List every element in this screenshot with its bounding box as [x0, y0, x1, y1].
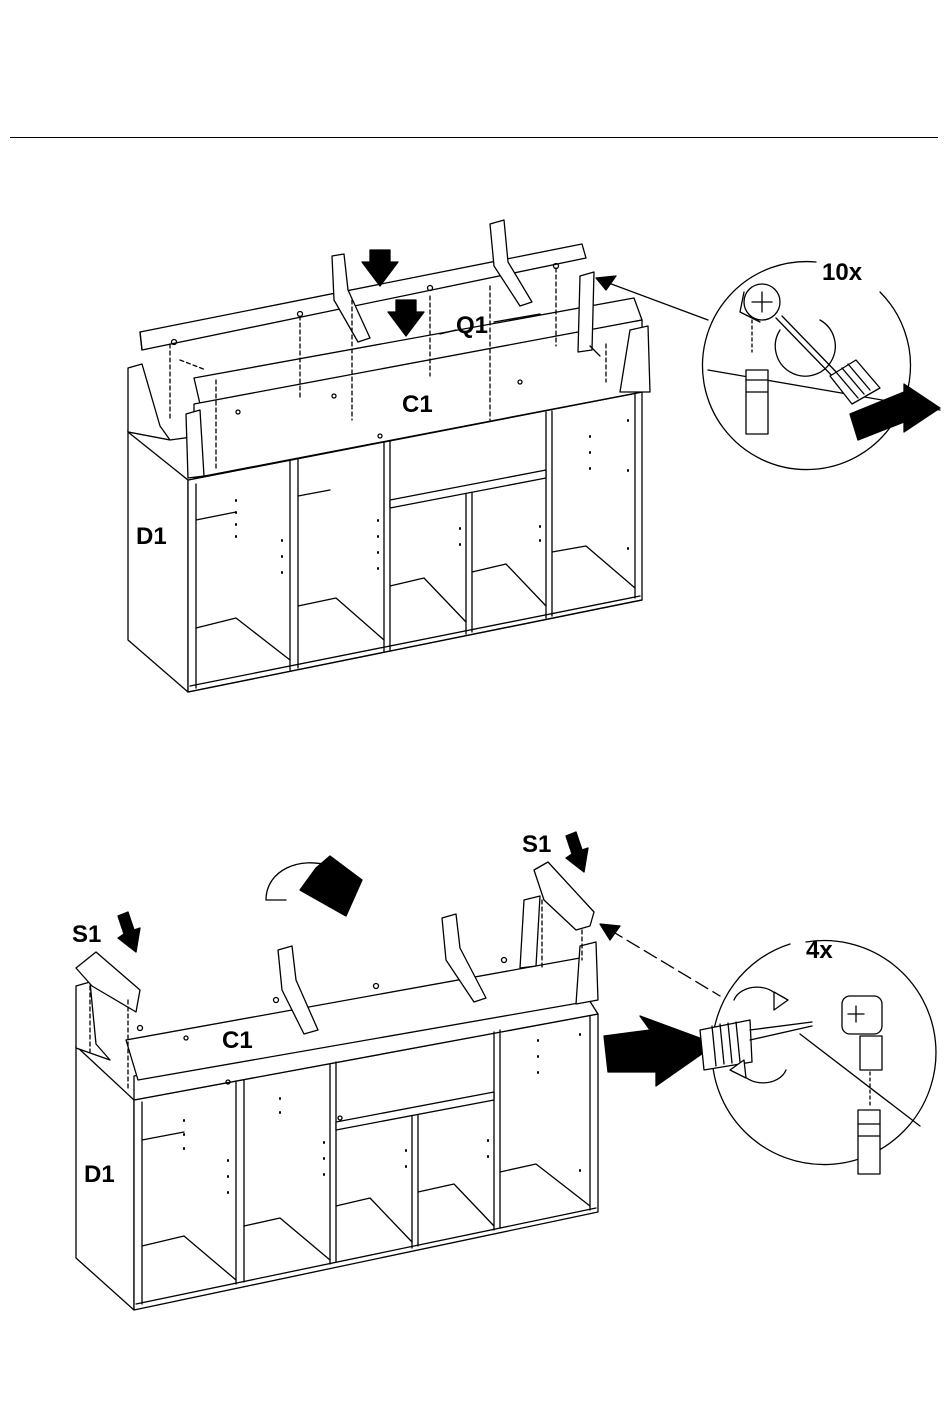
step1-detail-circle [702, 262, 910, 470]
step2-detail-callout [700, 941, 936, 1174]
step1-cabinet [128, 220, 708, 692]
step1-label-c1: C1 [402, 391, 433, 418]
step1-pointer-arrow-icon [596, 276, 616, 290]
down-arrow-icon [362, 250, 398, 286]
step2-callout-line [610, 930, 720, 996]
step2-cabinet [76, 832, 720, 1310]
step1-label-d1: D1 [136, 523, 167, 550]
step1-detail-callout [702, 262, 940, 470]
rotate-arrow-icon [734, 987, 780, 1000]
step2-part-s1-right [534, 862, 594, 930]
dowel-icon [858, 1110, 880, 1174]
step2-pointer-arrow-icon [600, 924, 620, 940]
step2-label-d1: D1 [84, 1161, 115, 1188]
step1-detail-quantity: 10x [822, 259, 863, 286]
step1-rail-post [578, 272, 594, 352]
cam-lock-icon [842, 996, 882, 1034]
flip-arrowhead-icon [300, 856, 362, 916]
down-arrow-icon [566, 832, 588, 872]
step2-label-c1: C1 [222, 1027, 253, 1054]
step1-left-side-post [128, 364, 170, 440]
step1-label-q1: Q1 [456, 312, 488, 339]
down-arrow-icon [118, 912, 140, 952]
step2-detail-quantity: 4x [806, 937, 833, 964]
step2-label-s1-right: S1 [522, 831, 551, 858]
down-arrow-icon [388, 300, 424, 336]
push-arrow-icon [604, 1016, 716, 1086]
step2-right-side-post [576, 942, 598, 1004]
step2-label-s1-left: S1 [72, 921, 101, 948]
step2-right-upright [520, 896, 540, 968]
